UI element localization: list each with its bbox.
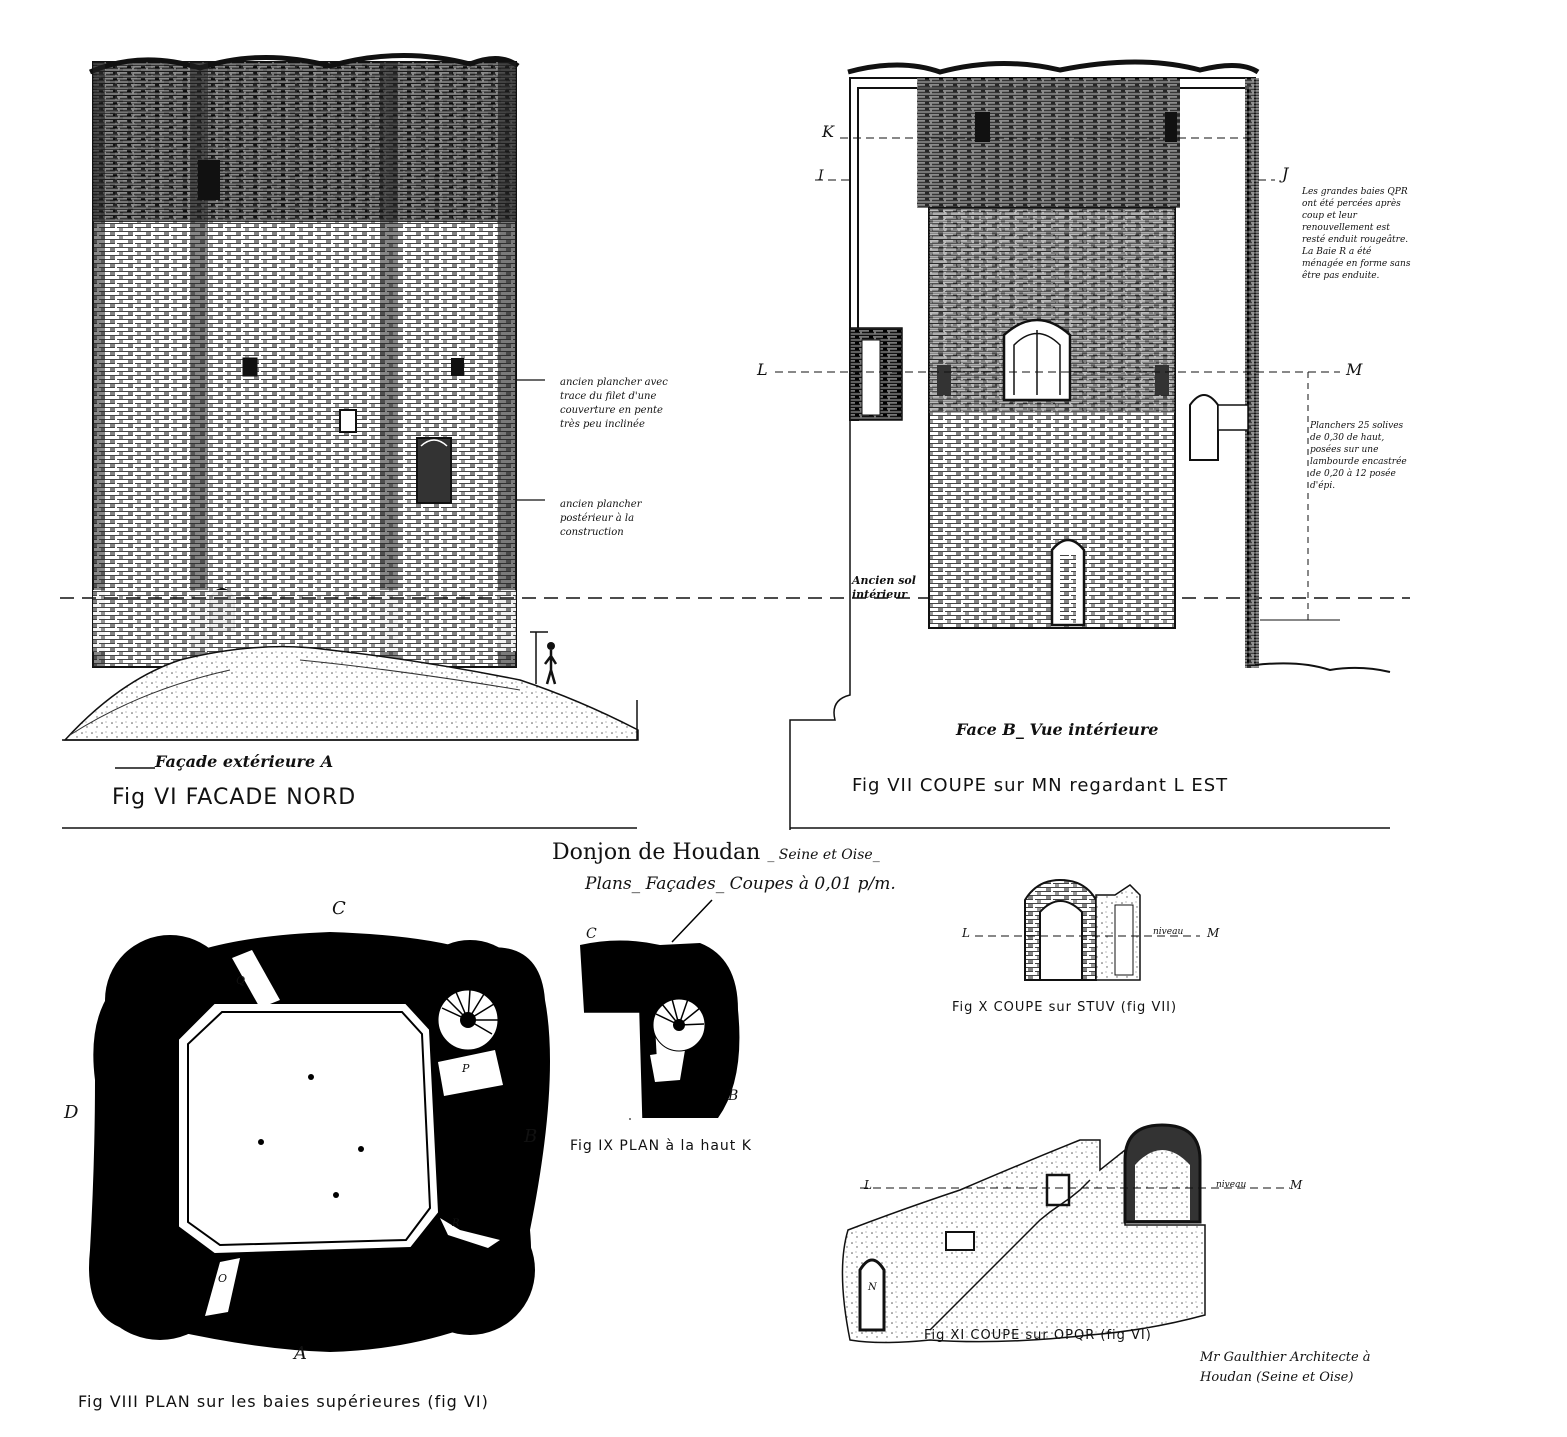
fig8-label-r: R bbox=[452, 1218, 460, 1229]
fig11-section bbox=[841, 1123, 1290, 1344]
fig7-subcaption: Face B_ Vue intérieure bbox=[956, 720, 1159, 739]
fig7-label-j: J bbox=[1282, 164, 1289, 183]
fig8-caption: Fig VIII PLAN sur les baies supérieures … bbox=[78, 1392, 489, 1411]
fig7-label-k: K bbox=[822, 122, 834, 141]
fig7-label-ancien-sol: Ancien sol intérieur bbox=[852, 574, 916, 601]
fig6-subcaption: Façade extérieure A bbox=[155, 752, 334, 771]
architect-signature: Mr Gaulthier Architecte à Houdan (Seine … bbox=[1200, 1350, 1371, 1385]
spiral-stair-icon bbox=[437, 989, 499, 1051]
fig7-label-m: M bbox=[1346, 360, 1363, 379]
human-figure-icon bbox=[530, 631, 558, 685]
fig8-label-d: D bbox=[64, 1102, 79, 1123]
fig8-label-c: C bbox=[332, 898, 346, 919]
fig8-label-a: A bbox=[294, 1343, 307, 1364]
fig7-label-l: L bbox=[757, 360, 768, 379]
fig11-label-m: M bbox=[1290, 1178, 1303, 1192]
fig8-plan bbox=[89, 932, 550, 1352]
fig9-label-c: C bbox=[586, 926, 597, 942]
fig7-note-planchers: Planchers 25 solives de 0,30 de haut, po… bbox=[1310, 421, 1407, 491]
fig11-caption: Fig XI COUPE sur OPQR (fig VI) bbox=[924, 1328, 1152, 1343]
fig7-caption: Fig VII COUPE sur MN regardant L EST bbox=[852, 775, 1229, 796]
fig10-label-l: L bbox=[962, 926, 970, 940]
sheet-title: Donjon de Houdan _ Seine et Oise_ bbox=[552, 840, 880, 865]
fig6-elevation bbox=[62, 53, 639, 741]
fig11-label-n: N bbox=[868, 1282, 877, 1293]
spiral-stair-icon bbox=[652, 998, 706, 1052]
fig11-label-niveau: niveau bbox=[1216, 1180, 1247, 1190]
fig7-section bbox=[775, 59, 1391, 830]
sheet-title-suffix: _ Seine et Oise_ bbox=[767, 847, 880, 863]
sheet-title-main: Donjon de Houdan bbox=[552, 840, 761, 865]
sheet-subtitle: Plans_ Façades_ Coupes à 0,01 p/m. bbox=[585, 874, 896, 894]
fig8-label-b: B bbox=[524, 1126, 538, 1147]
fig8-label-q: Q bbox=[236, 974, 246, 987]
fig10-label-m: M bbox=[1207, 926, 1220, 940]
fig6-note-top: ancien plancher avec trace du filet d'un… bbox=[560, 377, 668, 430]
fig6-caption: Fig VI FACADE NORD bbox=[112, 785, 357, 810]
fig9-caption: Fig IX PLAN à la haut K bbox=[570, 1138, 752, 1154]
fig7-label-i: I bbox=[818, 168, 824, 184]
fig9-label-b: B bbox=[728, 1088, 739, 1104]
fig8-label-p: P bbox=[462, 1062, 470, 1075]
fig7-note-baies: Les grandes baies QPR ont été percées ap… bbox=[1302, 187, 1411, 281]
fig10-caption: Fig X COUPE sur STUV (fig VII) bbox=[952, 1000, 1178, 1015]
fig9-plan bbox=[580, 899, 740, 1120]
fig10-label-niveau: niveau bbox=[1153, 927, 1184, 937]
fig11-label-l: L bbox=[864, 1178, 872, 1192]
fig8-label-o: O bbox=[218, 1272, 228, 1285]
fig10-section bbox=[975, 878, 1200, 981]
fig6-note-bottom: ancien plancher postérieur à la construc… bbox=[560, 499, 642, 538]
